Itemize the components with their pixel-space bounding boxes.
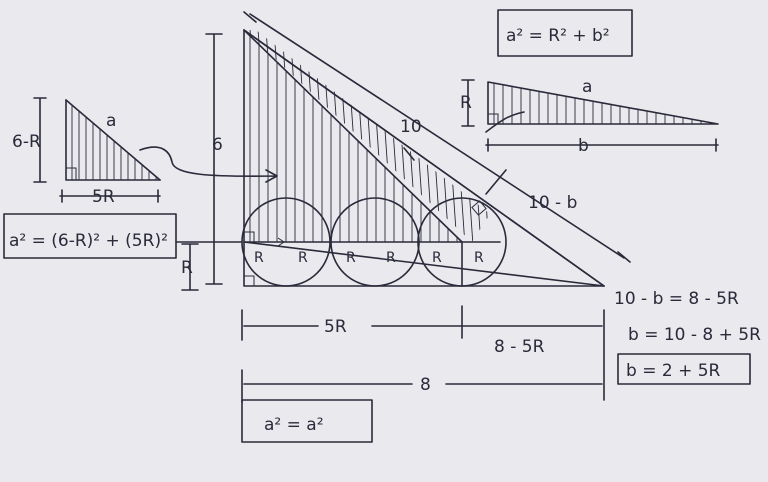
dim-left-label: 5R: [324, 317, 347, 337]
circle-radius-label-3: R: [346, 250, 356, 266]
left-triangle-base-label: 5R: [92, 187, 115, 207]
small-triangle-hyp-label: a: [582, 77, 592, 97]
dimension-lines: 5R 8 - 5R 8: [241, 305, 605, 403]
circle-radius-label-1: R: [254, 250, 264, 266]
circle-radius-label-4: R: [386, 250, 396, 266]
small-triangle-side-label: R: [460, 93, 472, 113]
small-triangle: R a b: [460, 77, 719, 156]
dim-right-label: 8 - 5R: [494, 337, 545, 357]
circle-radius-label-6: R: [474, 250, 484, 266]
connector-arrow-left: [139, 146, 278, 183]
height-label: 6: [212, 135, 223, 155]
result-box: [617, 353, 751, 385]
radius-label: R: [181, 258, 193, 278]
left-triangle: 6-R a 5R: [12, 97, 161, 207]
circle-radius-label-5: R: [432, 250, 442, 266]
left-triangle-hyp-label: a: [106, 111, 116, 131]
left-triangle-side-label: 6-R: [12, 132, 41, 152]
circle-3: [417, 197, 507, 287]
top-equation-box: a² = R² + b²: [497, 9, 633, 57]
segment-label: 10 - b: [528, 193, 577, 213]
step-2: b = 10 - 8 + 5R: [628, 325, 761, 345]
step-3: b = 2 + 5R: [626, 361, 721, 381]
small-triangle-base-label: b: [578, 136, 589, 156]
top-equation: a² = R² + b²: [506, 26, 610, 46]
bottom-equation: a² = a²: [264, 415, 324, 435]
left-equation-box: a² = (6-R)² + (5R)²: [3, 213, 177, 259]
step-1: 10 - b = 8 - 5R: [614, 289, 739, 309]
left-equation: a² = (6-R)² + (5R)²: [9, 231, 168, 251]
hypotenuse-label: 10: [400, 117, 422, 137]
dim-total-label: 8: [420, 375, 431, 395]
solution-steps: 10 - b = 8 - 5R b = 10 - 8 + 5R b = 2 + …: [614, 289, 761, 385]
circle-radius-label-2: R: [298, 250, 308, 266]
circle-2: [330, 197, 420, 287]
bottom-equation-box: a² = a²: [241, 399, 373, 443]
